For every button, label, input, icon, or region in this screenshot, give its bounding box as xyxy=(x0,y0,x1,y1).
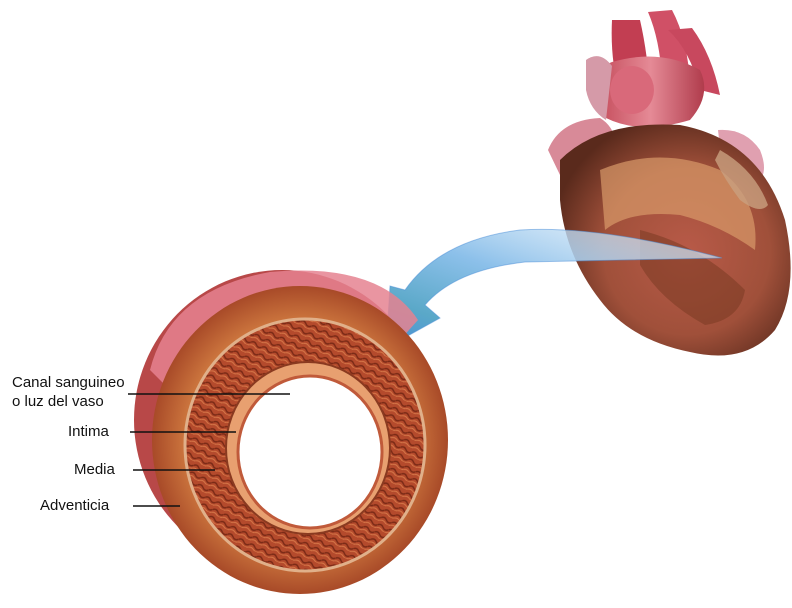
adventitia-label: Adventicia xyxy=(40,497,109,515)
intima-label: Intima xyxy=(68,423,109,441)
media-label: Media xyxy=(74,461,115,479)
lumen-label-line2: o luz del vaso xyxy=(12,393,104,411)
heart-illustration xyxy=(548,10,791,356)
lumen-label-line1: Canal sanguineo xyxy=(12,374,125,392)
